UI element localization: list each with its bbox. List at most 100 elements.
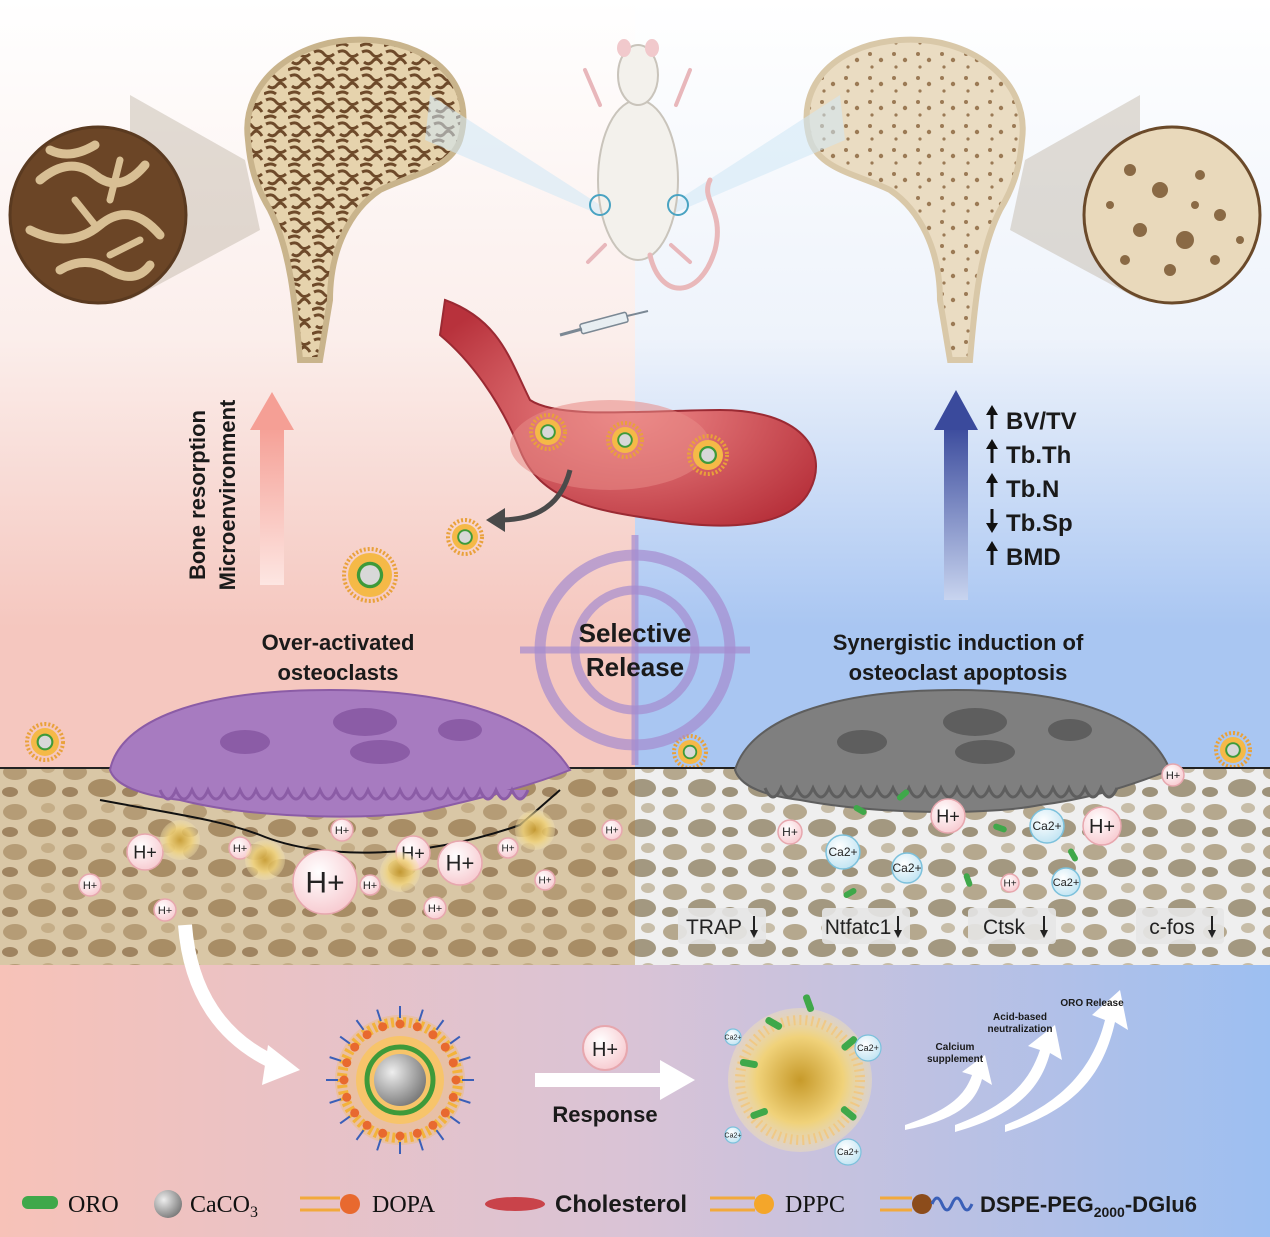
oro-fragment bbox=[853, 805, 867, 815]
synergistic-title: Synergistic induction of bbox=[833, 630, 1084, 655]
index-bmd: BMD bbox=[986, 541, 1061, 571]
response-label: Response bbox=[552, 1102, 657, 1127]
svg-text:H+: H+ bbox=[782, 825, 798, 839]
h-ion: H+ bbox=[78, 873, 102, 897]
svg-text:H+: H+ bbox=[446, 851, 475, 876]
legend-oro-swatch bbox=[22, 1196, 58, 1209]
response-h-ion: H+ bbox=[582, 1025, 628, 1071]
nanoparticle bbox=[606, 421, 644, 459]
syringe-icon bbox=[559, 310, 649, 337]
ca-ion: Ca2+ bbox=[1029, 808, 1065, 844]
oro-fragment bbox=[993, 823, 1007, 833]
svg-text:H+: H+ bbox=[158, 905, 172, 917]
svg-text:Ca2+: Ca2+ bbox=[1032, 819, 1061, 833]
legend-dopa-label: DOPA bbox=[372, 1192, 436, 1218]
h-ion: H+ bbox=[1161, 763, 1185, 787]
nanoparticle bbox=[1214, 731, 1252, 769]
h-ion: H+ bbox=[777, 819, 803, 845]
svg-text:Ca2+: Ca2+ bbox=[725, 1034, 742, 1041]
gene-marker-row: TRAP Ntfatc1 Ctsk c-fos bbox=[678, 908, 1224, 944]
osteoclasts-title: osteoclasts bbox=[277, 660, 398, 685]
svg-text:H+: H+ bbox=[1089, 816, 1115, 838]
released-nanoparticle bbox=[728, 994, 872, 1152]
marker-ntfatc1: Ntfatc1 bbox=[822, 908, 910, 944]
release-spot bbox=[160, 820, 200, 860]
svg-text:Ca2+: Ca2+ bbox=[828, 845, 857, 859]
svg-text:H+: H+ bbox=[133, 842, 157, 862]
rat-illustration bbox=[583, 39, 720, 291]
oro-fragment bbox=[843, 888, 857, 898]
arrow-down-icon bbox=[986, 523, 998, 533]
index-label: Tb.N bbox=[1006, 476, 1059, 503]
index-label: Tb.Sp bbox=[1006, 510, 1073, 537]
release-spot bbox=[245, 840, 285, 880]
oro-fragment bbox=[896, 789, 910, 801]
svg-text:H+: H+ bbox=[305, 867, 344, 900]
legend-caco3-label: CaCO3 bbox=[190, 1192, 258, 1221]
svg-text:c-fos: c-fos bbox=[1149, 916, 1195, 939]
release-arrow bbox=[499, 469, 573, 523]
svg-text:H+: H+ bbox=[83, 880, 97, 892]
arrow-down-icon bbox=[894, 930, 902, 938]
h-ion: H+ bbox=[359, 874, 381, 896]
h-ion: H+ bbox=[330, 818, 354, 842]
index-tb-sp: Tb.Sp bbox=[986, 509, 1073, 537]
ca-ion: Ca2+ bbox=[854, 1034, 882, 1062]
arrow-down-icon bbox=[1208, 930, 1216, 938]
index-tb-n: Tb.N bbox=[986, 473, 1059, 503]
svg-text:Ctsk: Ctsk bbox=[983, 916, 1026, 939]
index-tb-th: Tb.Th bbox=[986, 439, 1071, 469]
svg-text:H+: H+ bbox=[605, 826, 618, 837]
index-label: BV/TV bbox=[1006, 408, 1077, 435]
release-spot bbox=[380, 852, 420, 892]
svg-text:H+: H+ bbox=[1003, 879, 1016, 890]
legend-oro-label: ORO bbox=[68, 1192, 119, 1218]
apoptosis-title: osteoclast apoptosis bbox=[849, 660, 1068, 685]
nanoparticle bbox=[446, 518, 484, 556]
ca-ion: Ca2+ bbox=[724, 1028, 742, 1046]
h-ion: H+ bbox=[437, 840, 483, 886]
selective-label: Selective bbox=[579, 618, 692, 648]
response-arrow bbox=[535, 1060, 695, 1100]
marker-ctsk: Ctsk bbox=[968, 908, 1056, 944]
nanoparticle bbox=[672, 734, 708, 770]
arrow-up-icon bbox=[986, 473, 998, 483]
svg-text:Ca2+: Ca2+ bbox=[837, 1147, 859, 1157]
legend-dspe-swatch bbox=[880, 1194, 974, 1214]
released-calcium-ions: Ca2+ Ca2+ Ca2+ Ca2+ bbox=[724, 1028, 882, 1166]
right-femur bbox=[670, 36, 1262, 363]
svg-text:H+: H+ bbox=[428, 903, 442, 915]
osteoclast-apoptotic bbox=[733, 688, 1172, 813]
h-ion: H+ bbox=[930, 798, 966, 834]
svg-text:H+: H+ bbox=[936, 806, 960, 826]
svg-text:H+: H+ bbox=[335, 825, 349, 837]
oro-fragment bbox=[1068, 848, 1078, 862]
microenvironment-label: Microenvironment bbox=[215, 399, 240, 590]
marker-c-fos: c-fos bbox=[1136, 908, 1224, 944]
arrow-down-icon bbox=[750, 930, 758, 938]
release-spot bbox=[515, 810, 555, 850]
svg-text:H+: H+ bbox=[592, 1039, 618, 1061]
h-ion: H+ bbox=[423, 896, 447, 920]
marker-trap: TRAP bbox=[678, 908, 766, 944]
h-ion: H+ bbox=[1082, 806, 1122, 846]
blood-vessel bbox=[438, 298, 817, 527]
arrow-up-icon bbox=[986, 439, 998, 449]
legend-dopa-swatch bbox=[300, 1194, 360, 1214]
arrow-down-icon bbox=[1040, 930, 1048, 938]
ca-ion: Ca2+ bbox=[724, 1126, 742, 1144]
nanoparticle bbox=[529, 413, 567, 451]
release-label: Release bbox=[586, 652, 684, 682]
ion-group: H+H+H+H+H+H+H+H+H+H+H+H+H+H+H+H+H+H+Ca2+… bbox=[78, 763, 1185, 922]
ca-ion: Ca2+ bbox=[891, 852, 923, 884]
oro-fragment bbox=[963, 873, 973, 887]
osteoclast-active bbox=[108, 688, 572, 818]
legend-dspe-label: DSPE-PEG2000-DGlu6 bbox=[980, 1192, 1197, 1220]
nanoparticle bbox=[342, 547, 398, 603]
svg-text:Ntfatc1: Ntfatc1 bbox=[825, 916, 892, 939]
ca-ion: Ca2+ bbox=[825, 834, 861, 870]
